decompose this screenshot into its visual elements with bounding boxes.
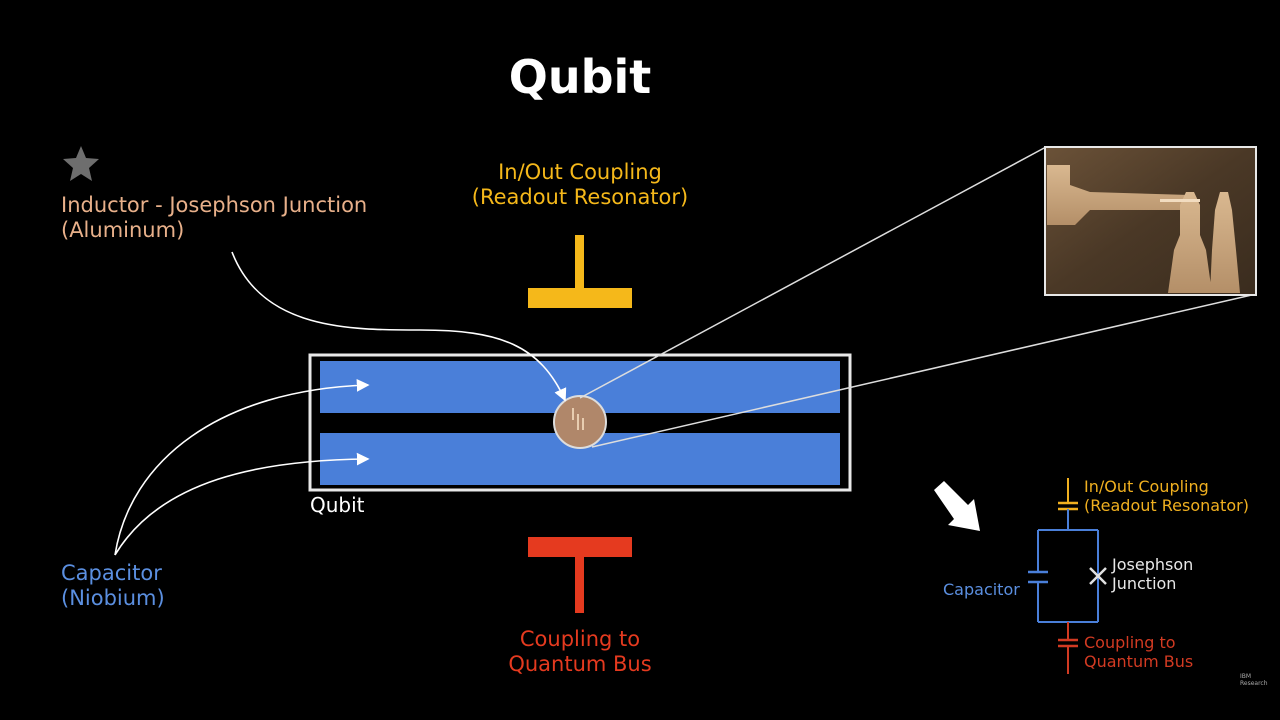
schematic-junction-line1: Josephson — [1112, 555, 1194, 574]
inductor-pointer — [231, 251, 567, 402]
star-icon — [63, 146, 99, 181]
schematic-bus-line1: Coupling to — [1084, 633, 1176, 652]
inductor-label-line1: Inductor - Josephson Junction — [61, 193, 368, 217]
ibm-research-watermark: IBM Research — [1240, 673, 1268, 687]
qubit-caption: Qubit — [310, 493, 365, 517]
schematic-inout-label: In/Out Coupling (Readout Resonator) — [1084, 477, 1249, 515]
watermark-line1: IBM — [1240, 673, 1252, 680]
schematic-inout-line1: In/Out Coupling — [1084, 477, 1209, 496]
capacitor-label-line1: Capacitor — [61, 561, 162, 585]
junction-micrograph — [1044, 146, 1257, 296]
watermark-line2: Research — [1240, 679, 1268, 687]
josephson-junction-spot — [553, 395, 607, 449]
zoom-line-top — [579, 146, 1047, 399]
inout-coupling-symbol — [528, 235, 632, 308]
inout-coupling-label: In/Out Coupling (Readout Resonator) — [460, 160, 700, 210]
schematic-junction-label: Josephson Junction — [1112, 555, 1193, 593]
capacitor-label: Capacitor (Niobium) — [61, 561, 165, 611]
bus-coupling-symbol — [528, 537, 632, 613]
schematic-bus-line2: Quantum Bus — [1084, 652, 1194, 672]
inout-label-line2: (Readout Resonator) — [471, 185, 689, 210]
inductor-label-line2: (Aluminum) — [61, 218, 185, 243]
capacitor-label-line2: (Niobium) — [61, 586, 165, 611]
bus-coupling-label: Coupling to Quantum Bus — [480, 627, 680, 677]
schematic-junction-line2: Junction — [1112, 574, 1177, 594]
capacitor-pointer-bottom — [114, 452, 370, 556]
capacitor-pointer-top — [114, 378, 370, 556]
qubit-chip — [308, 353, 852, 492]
bus-label-line2: Quantum Bus — [508, 652, 652, 677]
schematic-inout-line2: (Readout Resonator) — [1084, 496, 1249, 516]
bus-label-line1: Coupling to — [519, 627, 641, 651]
schematic-capacitor-label: Capacitor — [943, 580, 1020, 599]
zoom-line-bottom — [591, 293, 1257, 448]
small-circuit-schematic — [1028, 478, 1107, 674]
inout-label-line1: In/Out Coupling — [498, 160, 662, 184]
white-arrow-icon — [934, 481, 980, 531]
inductor-label: Inductor - Josephson Junction (Aluminum) — [61, 193, 367, 243]
schematic-bus-label: Coupling to Quantum Bus — [1084, 633, 1193, 671]
slide-title: Qubit — [508, 50, 652, 104]
